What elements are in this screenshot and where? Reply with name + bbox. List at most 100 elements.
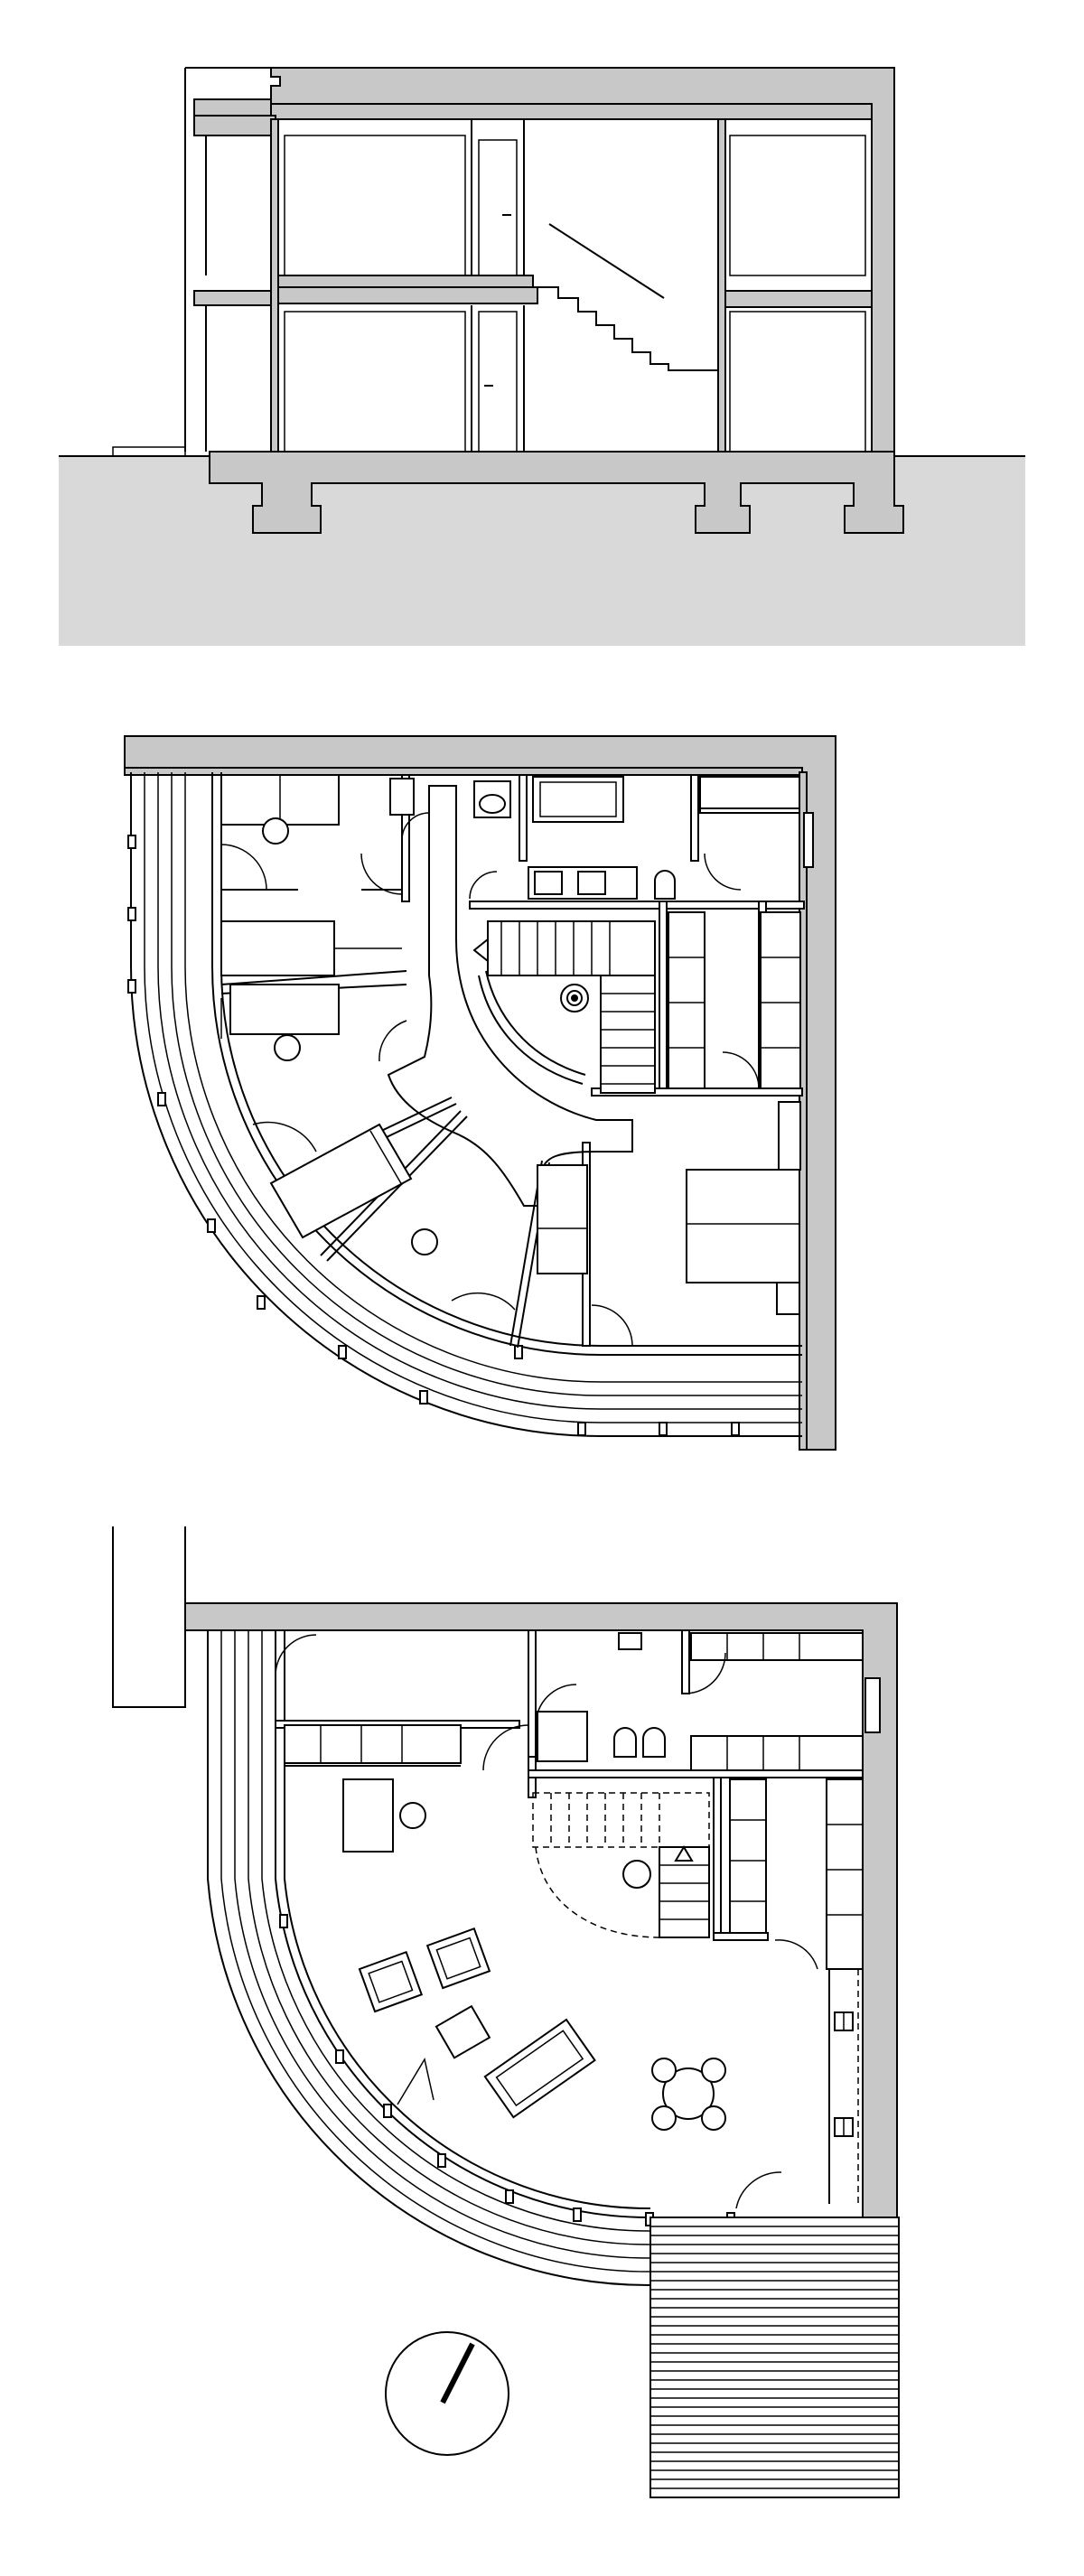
ground-facade-inner-2 xyxy=(284,1630,651,2210)
upper-door-swings xyxy=(220,812,760,1347)
ground-right-window-icon xyxy=(864,1677,881,1733)
section-door-upper xyxy=(478,139,518,276)
upper-right-window-icon xyxy=(803,812,814,868)
ground-exterior-walls xyxy=(184,1602,898,2300)
upper-stair-treads-top xyxy=(500,921,611,975)
ground-storage-lower-icon xyxy=(690,1735,864,1771)
upper-bathtub-icon xyxy=(532,776,624,823)
upper-stair-run-side xyxy=(600,975,656,1094)
ground-shelving-2-icon xyxy=(826,1778,864,1970)
section-window-frame-right-upper xyxy=(729,135,866,276)
ground-carport-outline xyxy=(112,1526,186,1708)
ground-coffee-table-icon xyxy=(435,2004,491,2059)
upper-stair-column-dot-icon xyxy=(571,994,578,1002)
upper-bidet-icon xyxy=(654,870,676,900)
ground-stair-column-icon xyxy=(622,1860,651,1889)
ground-stair-arrow-icon xyxy=(674,1845,694,1862)
upper-bed-2-icon xyxy=(229,984,340,1035)
ground-dining-table-icon xyxy=(342,1778,394,1853)
section-floor-beam xyxy=(270,286,538,304)
stair-profile xyxy=(535,286,718,371)
ground-kitchen-chair-icon xyxy=(399,1802,426,1829)
upper-double-bed-icon xyxy=(686,1169,800,1283)
ground-kitchen-counter-icon xyxy=(284,1724,462,1764)
roof-fascia xyxy=(193,115,276,136)
ground-stair-curve xyxy=(535,1846,660,1938)
ground-door-swings xyxy=(275,1634,818,2209)
upper-top-wall-inner xyxy=(124,767,803,776)
upper-balcony-outer xyxy=(130,772,802,1437)
ground-storage-upper-icon xyxy=(690,1632,864,1661)
ground-armchair-2-icon xyxy=(425,1927,491,1990)
section-column-left xyxy=(270,118,279,453)
upper-nightstand-icon xyxy=(776,1282,800,1315)
upper-chair-2-icon xyxy=(274,1034,301,1061)
upper-study-desk-icon xyxy=(699,776,800,814)
ground-table-chair-4-icon xyxy=(701,2105,726,2131)
ground-facade-line-1 xyxy=(220,1630,651,2273)
ground-stair-treads-side xyxy=(659,1864,709,1920)
upper-closet-1-icon xyxy=(668,911,706,1089)
upper-toilet-bowl-icon xyxy=(479,794,506,814)
upper-stair-run-top xyxy=(487,920,656,976)
upper-balcony-line-3 xyxy=(171,772,802,1396)
upper-bed-1-icon xyxy=(220,920,335,976)
ground-facade-outer xyxy=(207,1630,863,2287)
stair-handrail xyxy=(548,223,665,299)
ground-wall-stair-bottom xyxy=(713,1932,769,1941)
upper-wall-stair-left xyxy=(659,901,668,1097)
ground-table-chair-3-icon xyxy=(651,2105,677,2131)
ground-floor-plan xyxy=(112,1526,900,2498)
upper-closet-2-icon xyxy=(760,911,801,1089)
ground-wc-toilet-icon xyxy=(613,1727,637,1758)
north-arrow-icon xyxy=(385,2331,509,2456)
ground-stair-treads-top xyxy=(550,1793,660,1847)
upper-wall-bath-2 xyxy=(690,774,699,862)
upper-balcony-line-2 xyxy=(157,772,802,1410)
ground-wall-stair-right xyxy=(713,1777,722,1941)
roof-slab-right xyxy=(270,103,873,120)
upper-balcony-inner xyxy=(220,772,802,1347)
ground-armchair-1-icon xyxy=(358,1950,424,2013)
ground-table-chair-2-icon xyxy=(701,2058,726,2083)
upper-stair-landing-curve-2 xyxy=(485,970,586,1076)
upper-floor-plan xyxy=(124,735,836,1451)
ground-facade-brackets xyxy=(279,1914,735,2226)
upper-wall-radial-1 xyxy=(220,970,407,985)
upper-chair-3-icon xyxy=(411,1228,438,1255)
section-column-mid xyxy=(717,118,726,453)
upper-bathtub-inner-icon xyxy=(539,781,617,817)
ground-wall-entry xyxy=(528,1629,537,1758)
ground-wc-cistern-icon xyxy=(618,1632,642,1650)
upper-central-hall xyxy=(387,785,633,1207)
building-section xyxy=(59,67,1025,646)
ground-facade-line-2 xyxy=(234,1630,651,2259)
ground-round-table-icon xyxy=(662,2067,715,2120)
section-window-frame-right-lower xyxy=(729,311,866,453)
upper-bed-3-pillow xyxy=(369,1130,403,1186)
ground-wc-toilet-2-icon xyxy=(642,1727,666,1758)
upper-shower-icon xyxy=(389,778,415,816)
roof-slab-left xyxy=(193,98,272,117)
upper-stair-arrow-icon xyxy=(472,937,489,964)
upper-bed-room-wardrobe-icon xyxy=(778,1101,801,1171)
upper-balcony-line-4 xyxy=(184,772,802,1383)
upper-wall-bath xyxy=(519,774,528,862)
upper-bed-3-icon xyxy=(269,1123,413,1239)
upper-wall-radial-6 xyxy=(326,1115,468,1262)
section-window-frame-mid-lower xyxy=(284,311,466,453)
upper-washbasin-1-icon xyxy=(534,871,563,895)
upper-stair-treads-side xyxy=(601,993,655,1085)
ground-sofa-icon xyxy=(483,2018,596,2119)
upper-bed-4-icon xyxy=(537,1164,588,1274)
ground-stair-run-top xyxy=(532,1792,710,1848)
ground-deck-boards xyxy=(650,2226,899,2489)
ground-facade-line-4 xyxy=(261,1630,651,2232)
entrance-step xyxy=(112,446,186,456)
upper-washbasin-2-icon xyxy=(577,871,606,895)
upper-wall-stair-top xyxy=(469,901,805,910)
ground-facade-line-3 xyxy=(248,1630,651,2245)
ground-wc-basin-icon xyxy=(537,1711,588,1762)
ground-deck xyxy=(649,2217,900,2498)
